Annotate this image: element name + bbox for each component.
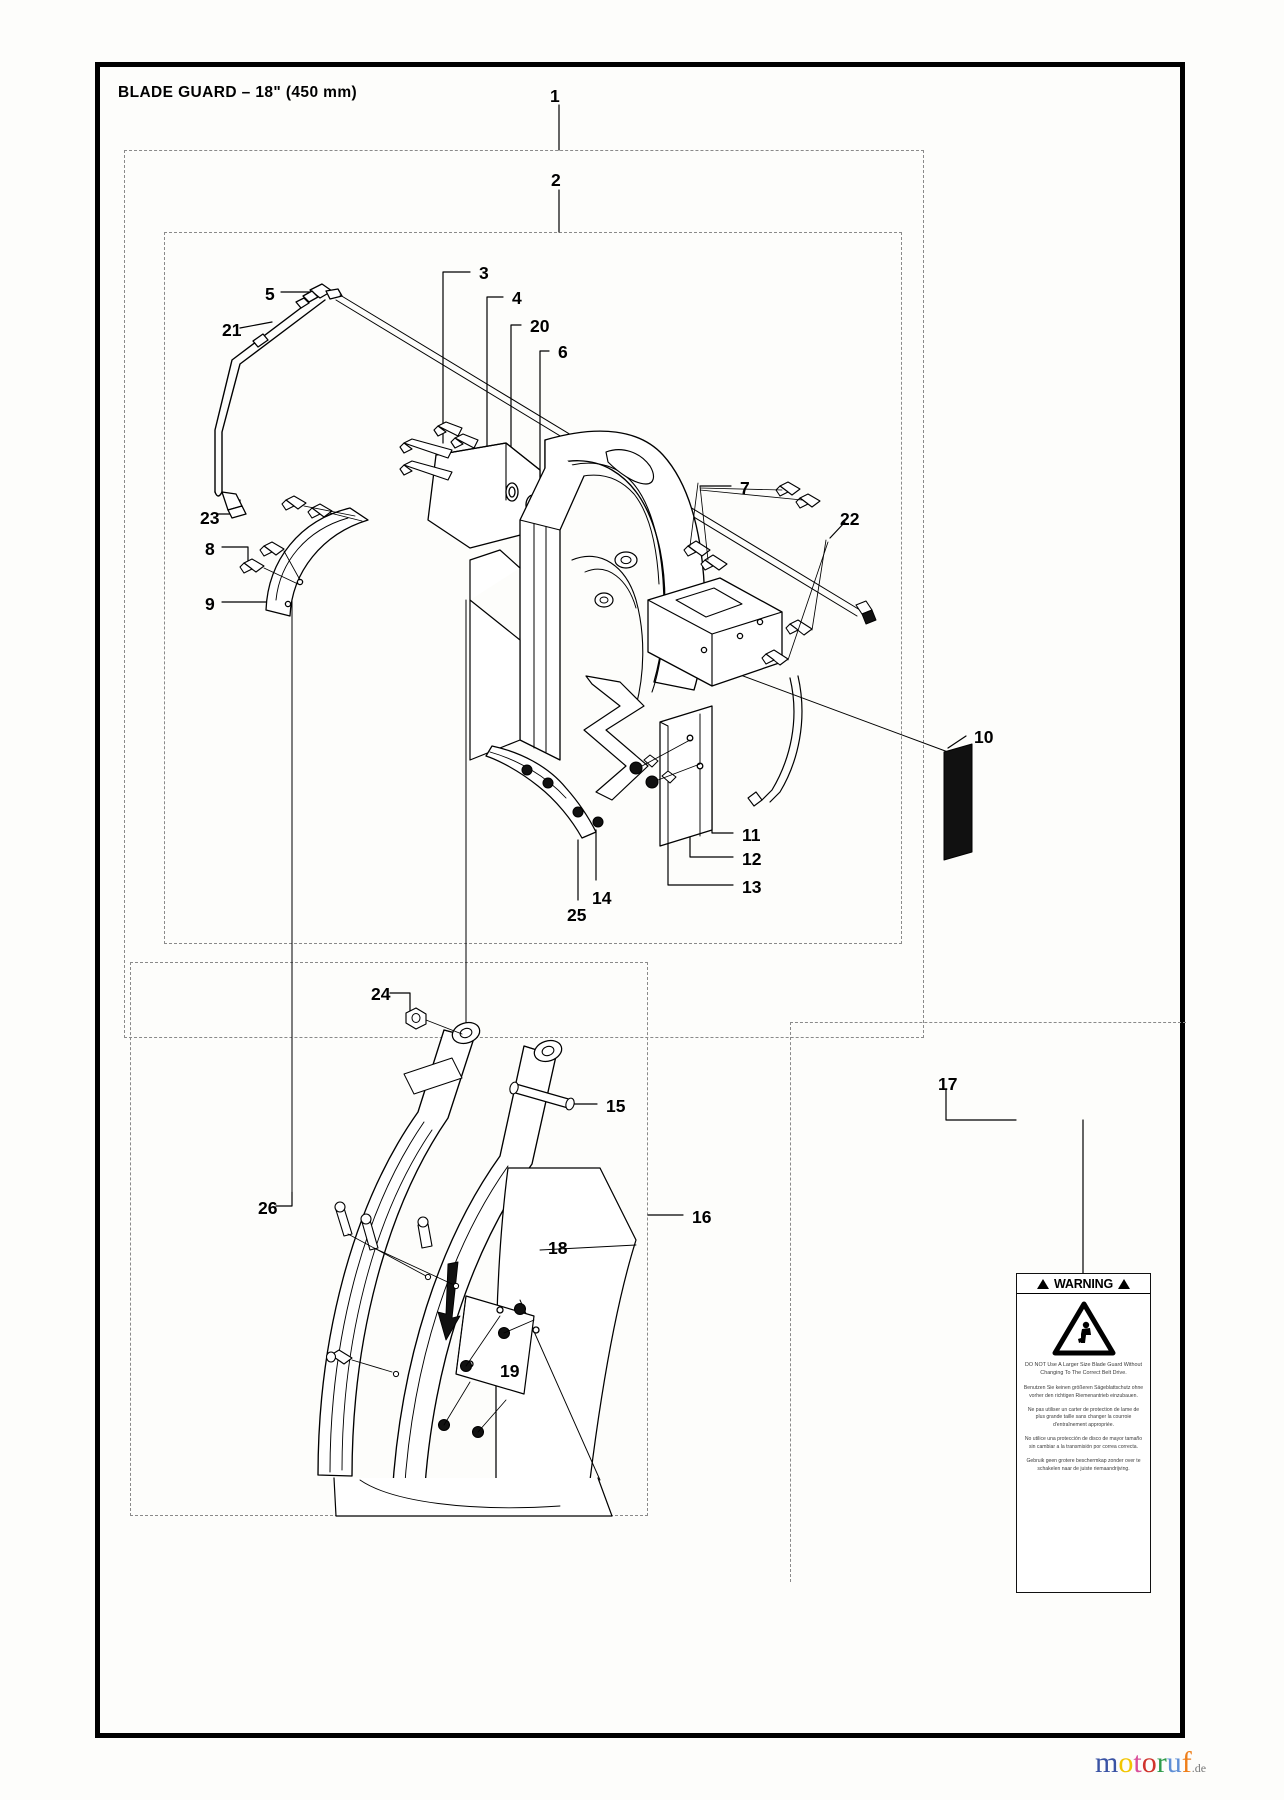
- callout-11: 11: [742, 825, 761, 845]
- callout-10: 10: [974, 727, 994, 747]
- callout-2: 2: [551, 170, 561, 190]
- callout-23: 23: [200, 508, 220, 528]
- callout-22: 22: [840, 509, 860, 529]
- watermark-letter-o2: o: [1141, 1746, 1157, 1779]
- callout-14: 14: [592, 888, 612, 908]
- callout-12: 12: [742, 849, 762, 869]
- page-title: BLADE GUARD – 18" (450 mm): [118, 84, 358, 101]
- group-box-2: [164, 232, 902, 944]
- callout-7: 7: [740, 478, 750, 498]
- callout-3: 3: [479, 263, 489, 283]
- callout-15: 15: [606, 1096, 626, 1116]
- callout-13: 13: [742, 877, 762, 897]
- watermark-letter-o1: o: [1118, 1746, 1134, 1779]
- warning-decal-header: WARNING: [1017, 1274, 1150, 1294]
- warning-text-es: No utilice una protección de disco de ma…: [1024, 1436, 1143, 1451]
- motoruf-watermark: motoruf.de: [1095, 1748, 1206, 1778]
- callout-17: 17: [938, 1074, 958, 1094]
- watermark-letter-t: t: [1133, 1746, 1142, 1779]
- group-box-1: [124, 150, 924, 1038]
- watermark-letter-f: f: [1181, 1746, 1192, 1779]
- callout-26: 26: [258, 1198, 278, 1218]
- warning-triangle-left-icon: [1036, 1278, 1049, 1289]
- group-box-decal-link: [790, 1022, 1186, 1582]
- callout-21: 21: [222, 320, 242, 340]
- callout-6: 6: [558, 342, 568, 362]
- watermark-letter-m: m: [1095, 1746, 1119, 1779]
- callout-1: 1: [550, 86, 560, 106]
- callout-9: 9: [205, 594, 215, 614]
- warning-text-fr: Ne pas utiliser un carter de protection …: [1027, 1406, 1140, 1429]
- callout-25: 25: [567, 905, 587, 925]
- watermark-letter-u: u: [1166, 1746, 1182, 1779]
- hazard-triangle-icon: [1052, 1301, 1115, 1356]
- callout-18: 18: [548, 1238, 568, 1258]
- watermark-suffix: .de: [1191, 1761, 1207, 1775]
- warning-text-nl: Gebruik geen grotere beschermkap zonder …: [1026, 1457, 1141, 1472]
- watermark-letter-r: r: [1156, 1746, 1167, 1779]
- callout-8: 8: [205, 539, 215, 559]
- warning-decal: WARNING DO NOT Use A Larger Size Blade G…: [1016, 1273, 1151, 1593]
- warning-triangle-right-icon: [1118, 1278, 1130, 1289]
- callout-20: 20: [530, 316, 550, 336]
- warning-decal-header-text: WARNING: [1053, 1276, 1113, 1291]
- callout-24: 24: [371, 984, 391, 1004]
- callout-19: 19: [500, 1361, 520, 1381]
- callout-4: 4: [512, 288, 522, 308]
- warning-text-en: DO NOT Use A Larger Size Blade Guard Wit…: [1024, 1362, 1143, 1377]
- warning-decal-body: DO NOT Use A Larger Size Blade Guard Wit…: [1017, 1361, 1150, 1474]
- warning-text-de: Benutzen Sie keinen größeren Sägeblattsc…: [1023, 1384, 1144, 1399]
- warning-pictogram: [1017, 1294, 1150, 1361]
- group-box-16: [130, 962, 648, 1516]
- callout-16: 16: [692, 1207, 712, 1227]
- callout-5: 5: [265, 284, 275, 304]
